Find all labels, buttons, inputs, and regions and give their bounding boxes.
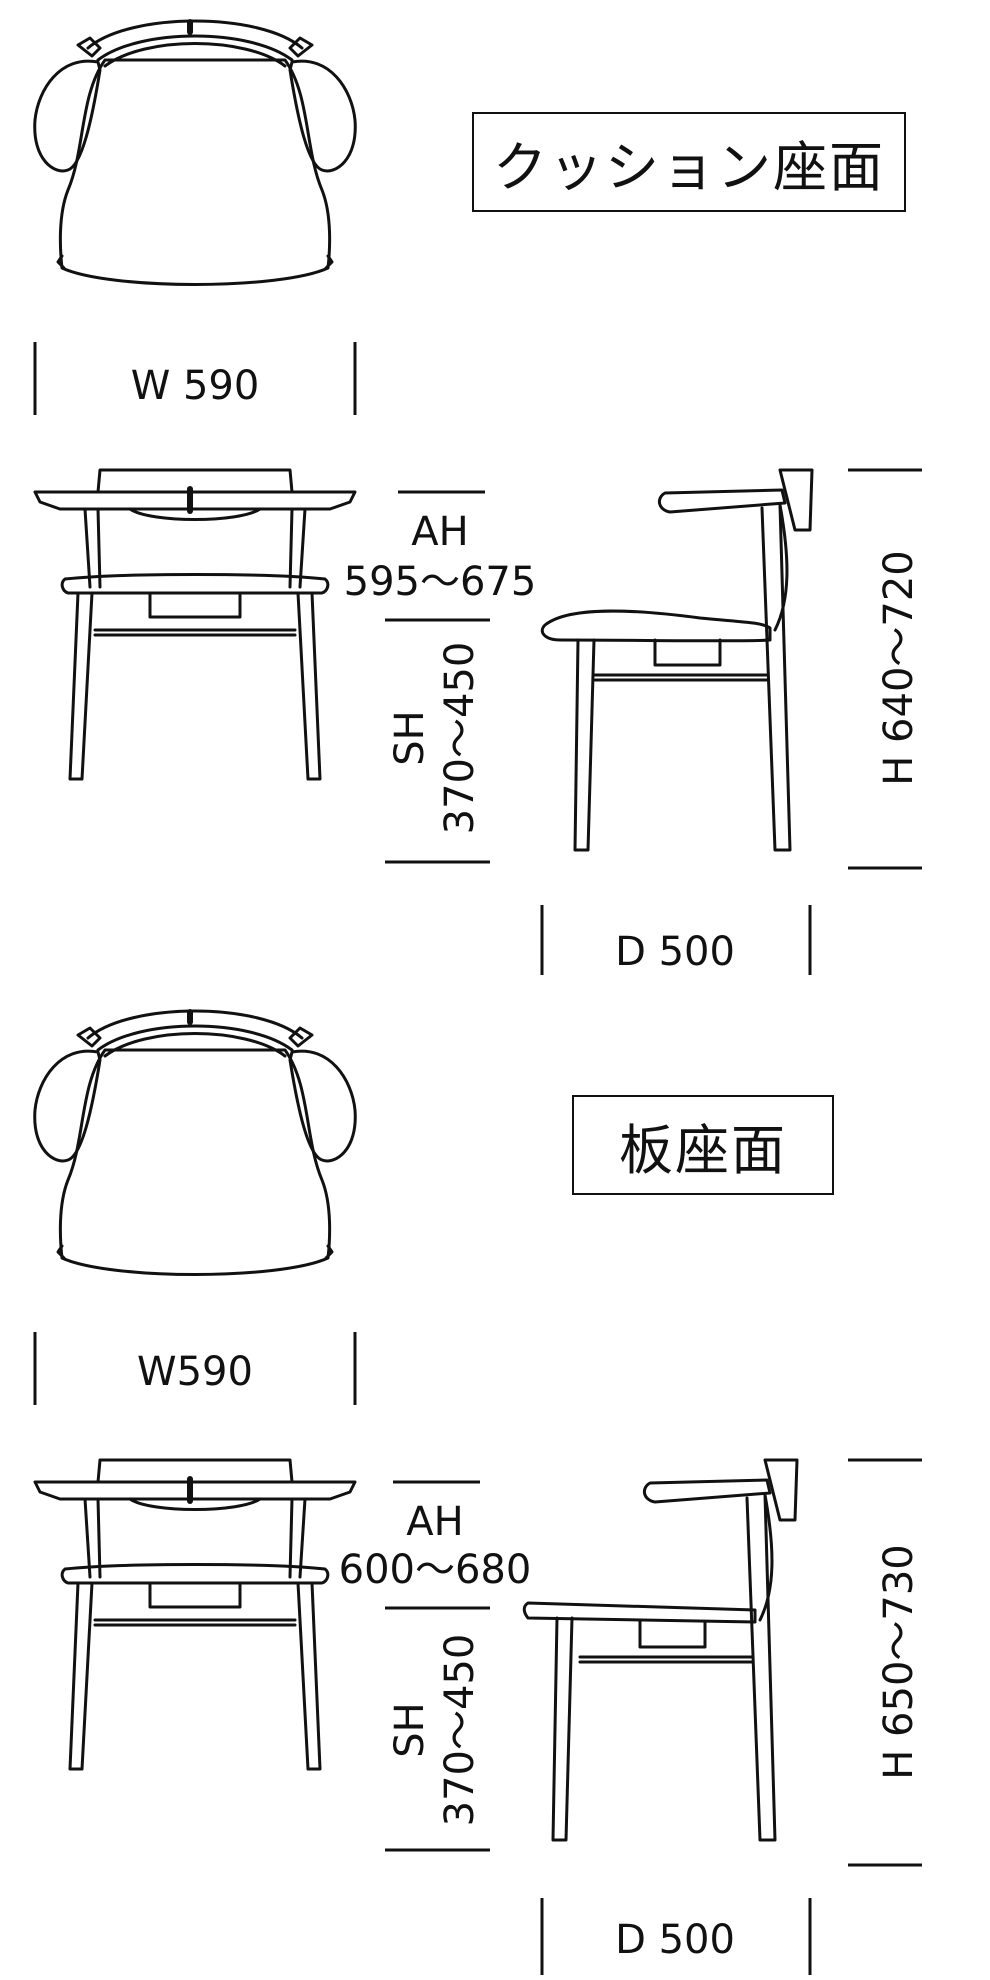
section-1-width-dimension (33, 342, 357, 415)
section-1-ah-value: 595～675 (343, 559, 537, 605)
section-1-sh-label: SH (387, 710, 433, 766)
section-1-side-view (540, 468, 814, 852)
section-2-sh-label: SH (387, 1702, 433, 1758)
section-1-width-label: W 590 (130, 363, 260, 409)
section-2-ah-value: 600～680 (338, 1547, 532, 1593)
section-2-height-label: H 650～730 (876, 1544, 922, 1780)
section-2-dimension-lines (385, 1458, 922, 1975)
section-1-sh-value: 370～450 (437, 641, 483, 835)
section-1-top-view (35, 21, 356, 285)
section-1-dimension-lines (385, 468, 922, 975)
section-1-title: クッション座面 (472, 112, 906, 212)
section-1-depth-label: D 500 (615, 929, 735, 975)
section-2-title: 板座面 (572, 1095, 834, 1195)
section-2-width-dimension (33, 1332, 357, 1405)
section-2-sh-value: 370～450 (437, 1633, 483, 1827)
section-1-height-label: H 640～720 (876, 550, 922, 786)
section-2-top-view (35, 1011, 356, 1275)
section-2-side-view (522, 1458, 799, 1842)
section-1-ah-label: AH (411, 509, 469, 555)
section-2-depth-label: D 500 (615, 1917, 735, 1963)
section-2-width-label: W590 (137, 1349, 253, 1395)
section-2-front-view (35, 1460, 355, 1769)
section-1-front-view (35, 470, 355, 779)
section-2-ah-label: AH (406, 1499, 464, 1545)
